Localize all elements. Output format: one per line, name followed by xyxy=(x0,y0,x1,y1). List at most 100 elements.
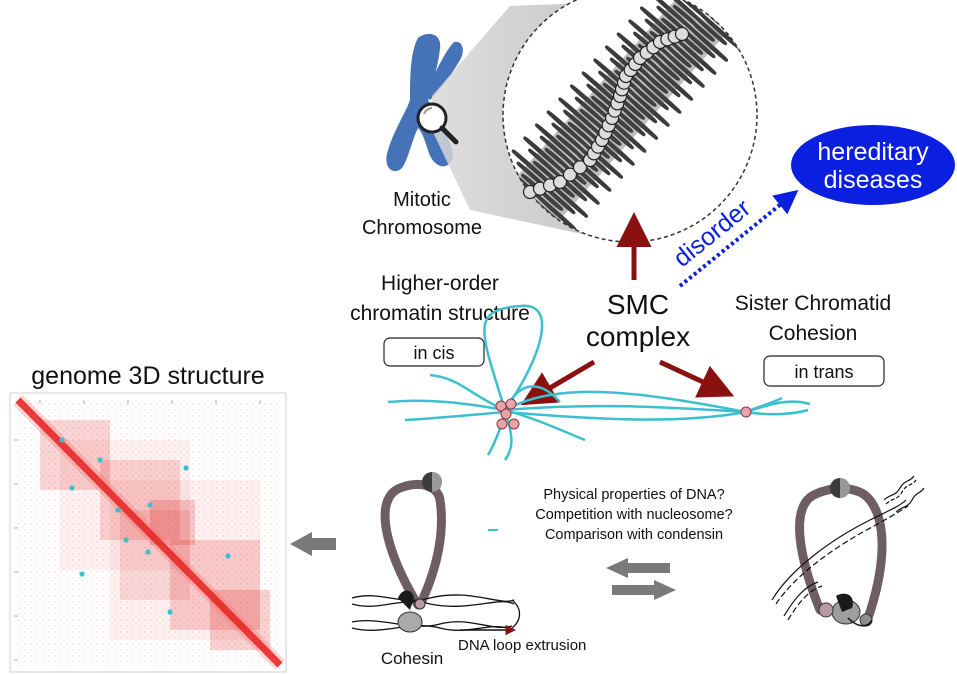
chromatin-loop xyxy=(664,52,705,88)
magnifier-icon xyxy=(416,102,459,145)
loop-dot xyxy=(115,507,121,513)
chromatin-loop xyxy=(645,73,669,94)
chromatin-loop xyxy=(637,82,669,111)
sister-label-2: Cohesion xyxy=(769,322,858,345)
chromatin-loop xyxy=(579,108,605,131)
chromatin-loop xyxy=(558,97,601,135)
chromatin-loop xyxy=(661,56,693,85)
hereditary-label-2: diseases xyxy=(824,166,923,194)
loop-dot xyxy=(123,537,129,543)
loop-dot xyxy=(183,465,189,471)
smc-label-2: complex xyxy=(586,321,690,352)
chromatin-loop xyxy=(676,39,717,75)
chromatin-loop xyxy=(626,95,658,124)
nucleosome-chain xyxy=(522,26,690,200)
arrow-to-cis xyxy=(520,359,596,406)
chromatin-loop xyxy=(656,5,690,35)
chromatin-loop xyxy=(523,136,566,174)
in-trans-box xyxy=(763,355,885,387)
chromatin-loop xyxy=(574,96,609,126)
disorder-arrow xyxy=(678,189,799,288)
chromatin-loop xyxy=(539,135,574,165)
chromatin-loop xyxy=(570,84,612,122)
chromatin-loop xyxy=(540,190,564,211)
chromatin-loop xyxy=(657,60,680,81)
loop-extrusion-label: DNA loop extrusion xyxy=(458,637,586,654)
chromatin-fibers xyxy=(387,304,811,461)
cohesin-loop-model xyxy=(351,472,521,633)
genome-title: genome 3D structure xyxy=(31,362,264,390)
chromatin-loop xyxy=(606,117,647,153)
loop-dot xyxy=(79,571,85,577)
chromatin-loop xyxy=(684,30,716,59)
loop-dot xyxy=(97,457,103,463)
mitotic-label-1: Mitotic xyxy=(393,189,451,211)
arrow-to-trans xyxy=(658,359,735,398)
chromatin-loop xyxy=(548,182,588,218)
chromatin-loop xyxy=(668,47,692,68)
question-1: Physical properties of DNA? xyxy=(543,487,724,503)
chromatin-loop xyxy=(668,0,702,22)
in-trans-label: in trans xyxy=(794,362,853,382)
loop-dot xyxy=(147,502,153,508)
cohesin-label: Cohesin xyxy=(381,649,443,668)
chromatin-loop xyxy=(622,99,645,120)
chromatin-loop xyxy=(618,104,658,140)
chromatin-loop xyxy=(614,108,646,137)
nucleosome xyxy=(562,167,578,182)
in-cis-box xyxy=(383,337,485,367)
smc-label-1: SMC xyxy=(607,289,669,320)
question-3: Comparison with condensin xyxy=(545,527,723,543)
chromatin-loop xyxy=(567,121,593,144)
loop-dot xyxy=(145,549,151,555)
chromatin-loop xyxy=(536,195,577,231)
chromatin-loop xyxy=(640,6,682,44)
chromatin-loop xyxy=(546,110,589,148)
exchange-arrows-icon xyxy=(606,558,676,600)
chromatin-loop xyxy=(663,0,706,18)
hic-contact-map xyxy=(9,392,287,673)
higher-order-label-2: chromatin structure xyxy=(350,302,530,325)
chromatin-loop xyxy=(544,147,570,170)
left-arrow-icon xyxy=(290,532,336,556)
chromatin-loop xyxy=(556,134,581,157)
chromatin-loop xyxy=(532,160,558,183)
chromatin-loop xyxy=(696,17,728,46)
chromatin-loop xyxy=(544,186,576,215)
contact-domain xyxy=(120,510,190,600)
chromatin-loop xyxy=(651,0,694,31)
chromatin-loop xyxy=(511,149,554,187)
nucleosome xyxy=(552,174,568,190)
cohesin-trans-model xyxy=(771,475,925,627)
chromatin-loop xyxy=(649,69,681,98)
hereditary-diseases-badge xyxy=(791,125,955,205)
contact-domain xyxy=(170,540,260,630)
chromatin-loop xyxy=(629,91,670,127)
chromatin-loop xyxy=(641,78,682,114)
chromatin-loop xyxy=(688,26,728,62)
chromatin-loop xyxy=(528,148,562,178)
sister-label-1: Sister Chromatid xyxy=(735,292,891,315)
chromatin-loop xyxy=(551,122,585,152)
chromatin-loop xyxy=(633,86,657,107)
nucleosome xyxy=(674,26,690,42)
loop-dot xyxy=(69,485,75,491)
nucleosome xyxy=(572,160,588,175)
chromatin-loop xyxy=(563,109,597,139)
loop-dot xyxy=(167,609,173,615)
chromatin-loop xyxy=(535,123,577,161)
chromatin-loop xyxy=(672,4,698,27)
loop-dot xyxy=(225,553,231,559)
higher-order-label-1: Higher-order xyxy=(381,272,499,295)
chromatin-loop xyxy=(653,65,693,101)
question-2: Competition with nucleosome? xyxy=(535,507,732,523)
in-cis-label: in cis xyxy=(413,343,454,363)
chromatin-loop xyxy=(672,43,704,72)
mitotic-label-2: Chromosome xyxy=(362,217,482,239)
contact-domain xyxy=(110,480,260,640)
chromatin-loop xyxy=(692,21,715,42)
cohesin-rings-cis xyxy=(495,398,520,430)
chromatin-loop xyxy=(581,71,624,109)
cohesin-ring-trans xyxy=(740,406,752,418)
